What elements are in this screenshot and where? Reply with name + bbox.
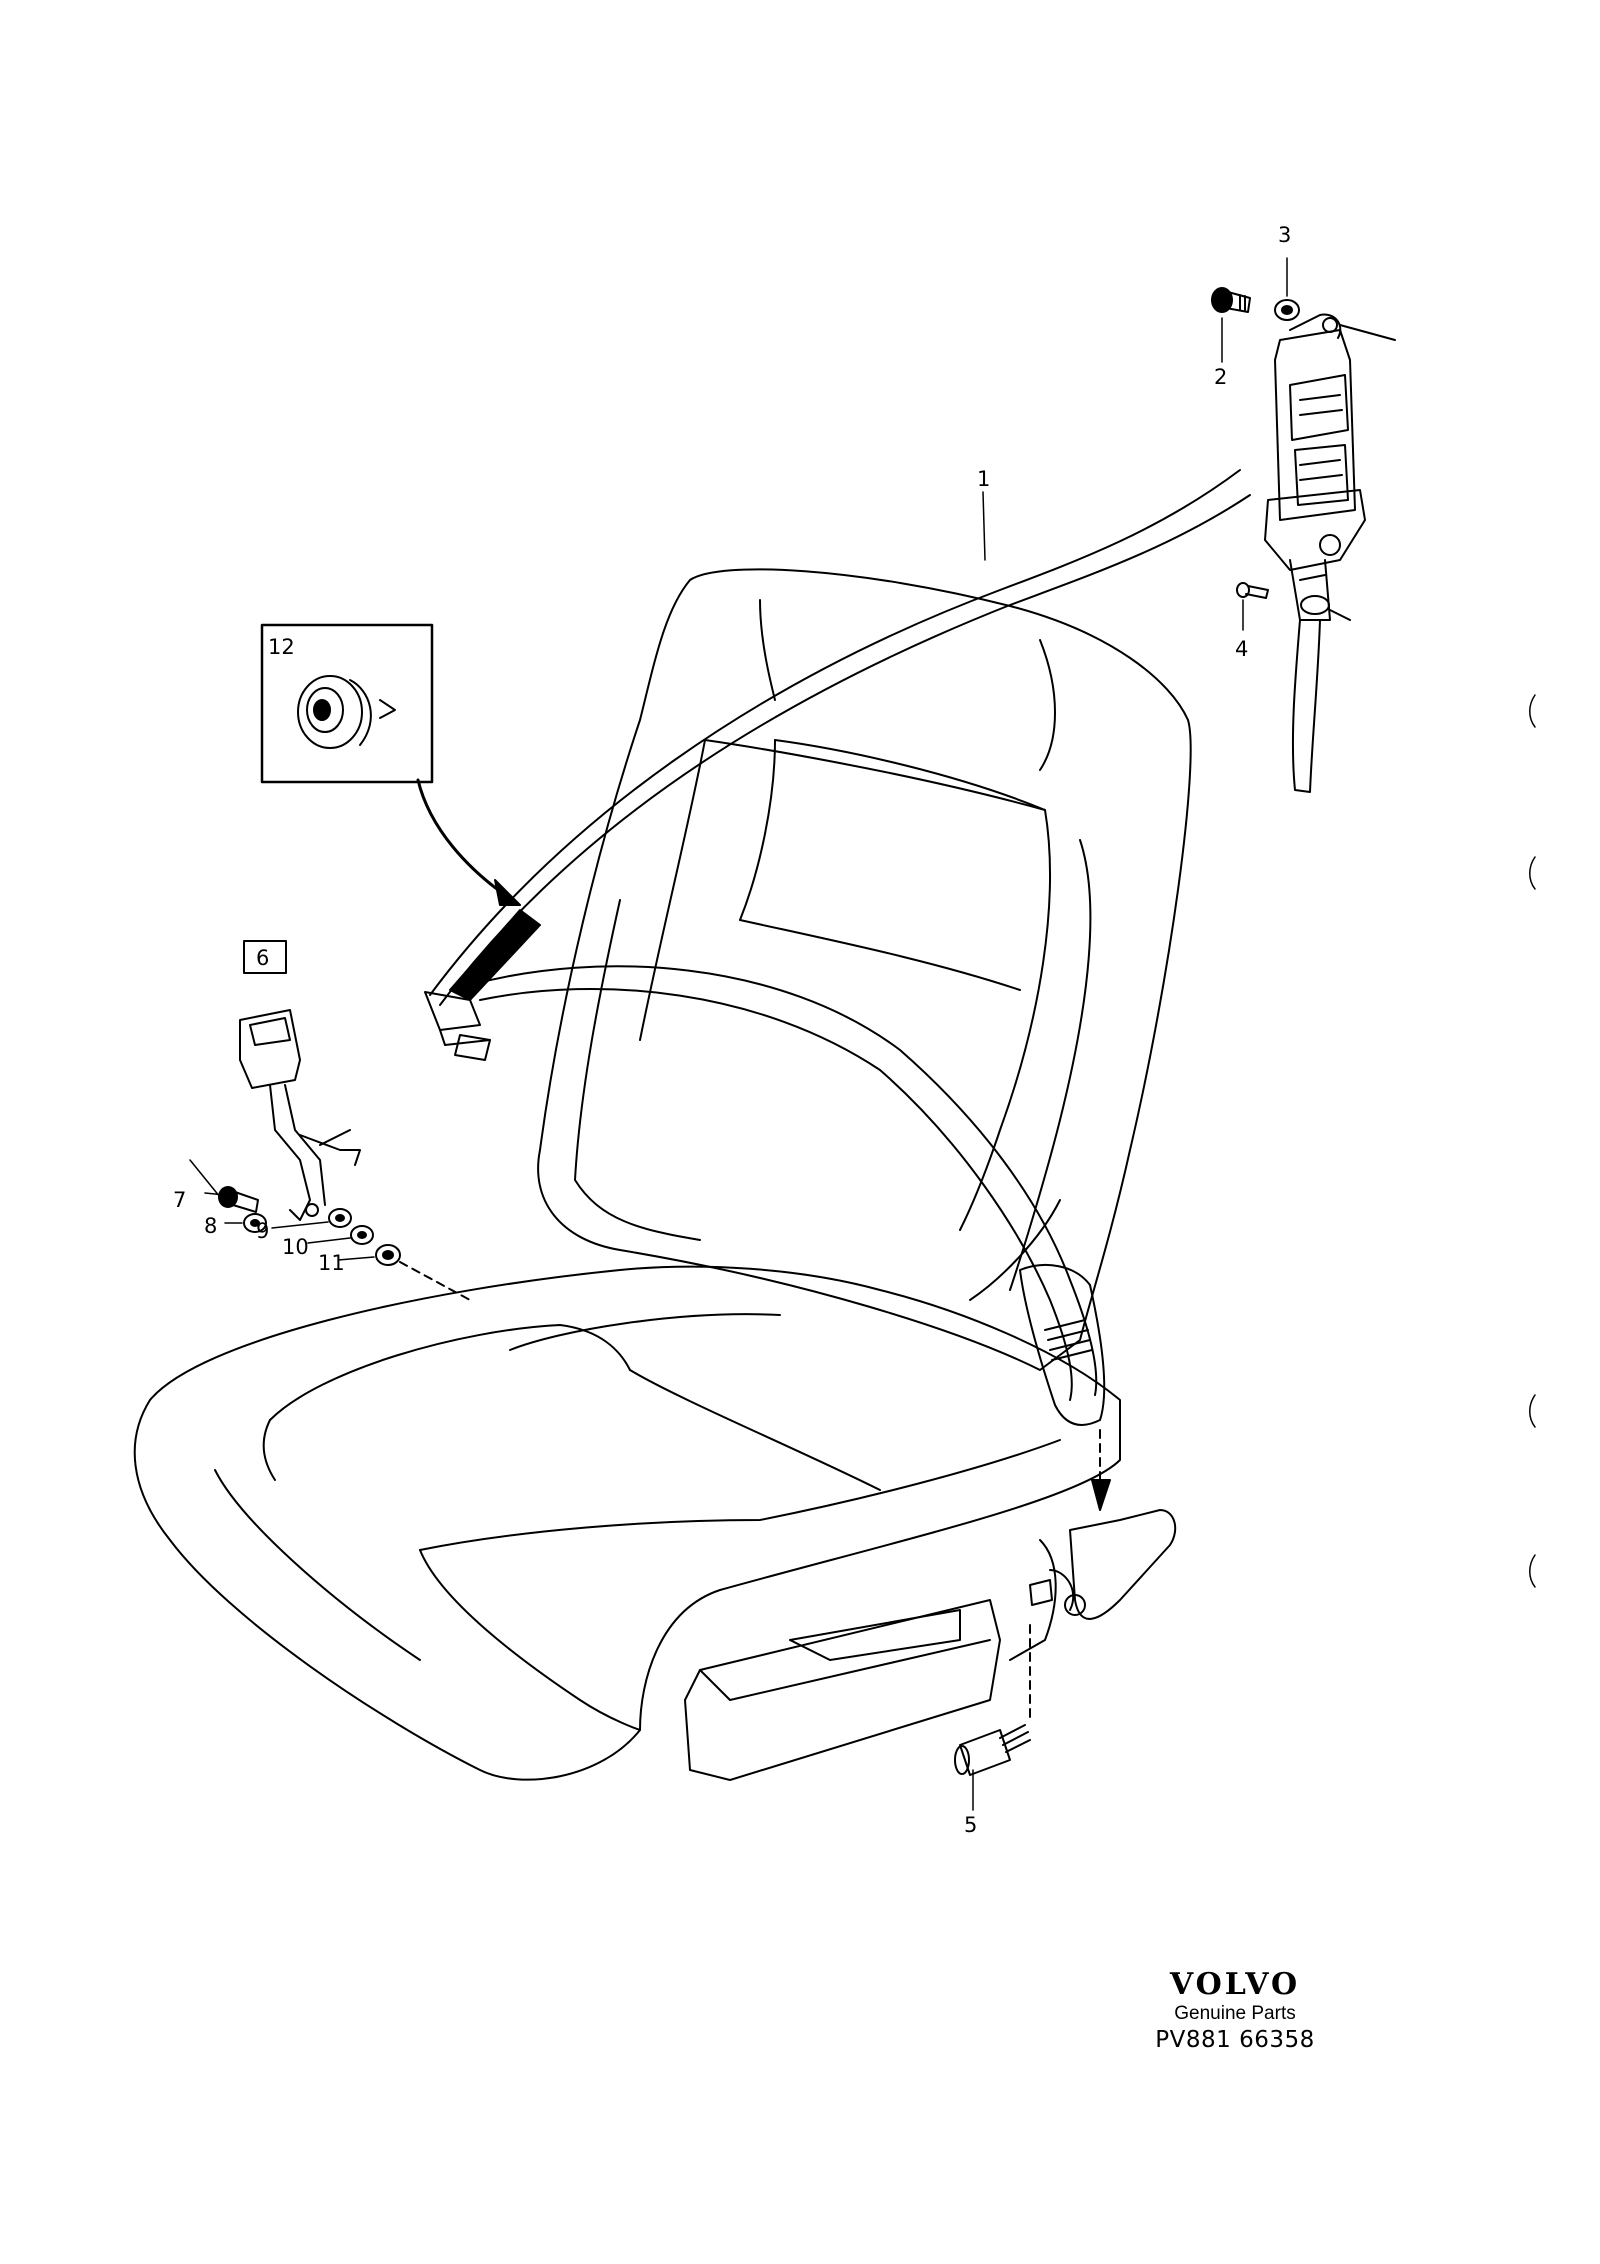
- washer-item-10: [350, 1225, 374, 1245]
- edge-marks: [1529, 694, 1536, 1588]
- seat-belt-webbing: [429, 469, 1251, 1401]
- genuine-parts-label: Genuine Parts: [1174, 2003, 1296, 2024]
- buckle-assembly: [239, 940, 361, 1221]
- callout-4: 4: [1235, 637, 1248, 661]
- bolt-item-5: [954, 1624, 1031, 1776]
- callout-7: 7: [173, 1188, 186, 1212]
- bolt-item-4: [1236, 582, 1269, 599]
- washer-item-9: [328, 1208, 352, 1228]
- lower-belt-end: [1019, 1264, 1111, 1511]
- inertia-reel: [1264, 313, 1396, 793]
- callout-9: 9: [256, 1219, 269, 1243]
- seat-backrest: [537, 568, 1192, 1371]
- bolt-item-7: [218, 1186, 259, 1213]
- washer-item-3: [1274, 299, 1300, 321]
- callout-1: 1: [977, 467, 990, 491]
- seat-cushion: [133, 1265, 1121, 1781]
- inset-item-12: [260, 623, 521, 906]
- callout-6: 6: [256, 946, 269, 970]
- callout-3: 3: [1278, 223, 1291, 247]
- callout-5: 5: [964, 1813, 977, 1837]
- callout-12: 12: [268, 635, 295, 659]
- bolt-item-2: [1211, 287, 1251, 313]
- floor-anchor-bracket: [1009, 1509, 1177, 1661]
- callout-8: 8: [204, 1214, 217, 1238]
- washer-item-8: [243, 1213, 267, 1233]
- callout-2: 2: [1214, 365, 1227, 389]
- callout-11: 11: [318, 1251, 345, 1275]
- brand-block: VOLVO Genuine Parts PV881 66358: [1110, 1968, 1360, 2054]
- part-diagram-code: PV881 66358: [1155, 2027, 1315, 2053]
- leader-lines: [189, 257, 1288, 1811]
- volvo-logo: VOLVO: [1169, 1967, 1301, 2002]
- callout-10: 10: [282, 1235, 309, 1259]
- callout-labels: 1 2 3 4 5 6 7 8 9 10 11 12: [173, 223, 1291, 1837]
- nut-item-11: [375, 1244, 471, 1301]
- seat-trim-cover: [684, 1599, 1001, 1781]
- belt-tongue-plate: [424, 991, 491, 1061]
